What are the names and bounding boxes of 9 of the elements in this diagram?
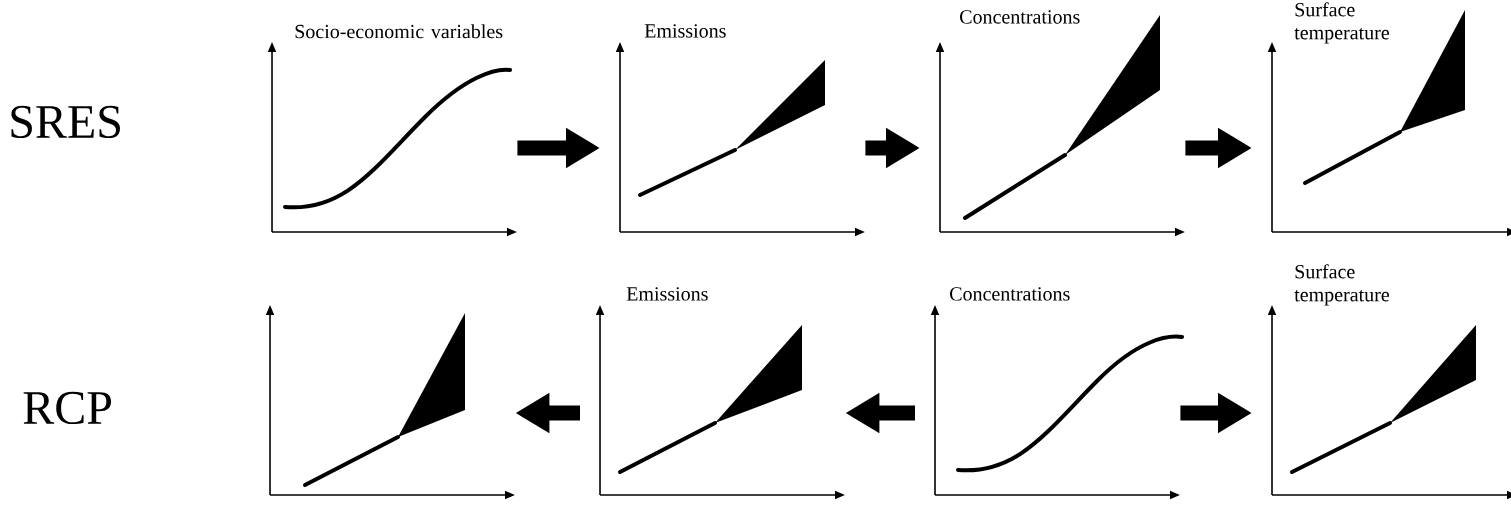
chart-title: Surface temperature <box>1294 2 1390 44</box>
chart-title: Emissions <box>626 287 708 301</box>
row-label: SRES <box>11 105 120 139</box>
row-label: RCP <box>23 391 112 425</box>
chart-title: Surface temperature <box>1294 264 1390 306</box>
chart-title: Concentrations <box>950 287 1070 301</box>
chart-title: Emissions <box>644 24 726 38</box>
chart-title: Socio-economic variables <box>295 24 503 39</box>
chart-title: Concentrations <box>960 10 1080 24</box>
